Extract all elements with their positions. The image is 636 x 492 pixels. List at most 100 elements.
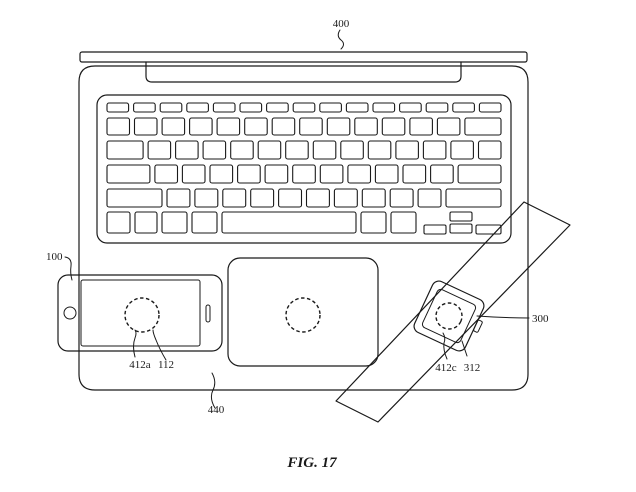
keyboard-key: [373, 103, 395, 112]
arrow-key: [450, 224, 472, 233]
keyboard-key: [195, 189, 218, 207]
keyboard-key: [410, 118, 433, 135]
keyboard-key: [155, 165, 178, 183]
label-phone-100: 100: [46, 251, 63, 263]
keyboard-key: [382, 118, 405, 135]
keyboard-key: [479, 141, 502, 159]
keyboard-key: [362, 189, 385, 207]
keyboard-key: [107, 212, 130, 233]
keyboard-key: [293, 165, 316, 183]
label-ref-312: 312: [464, 362, 481, 374]
watch-device: [336, 202, 570, 422]
keyboard-key: [210, 165, 233, 183]
keyboard-key: [238, 165, 261, 183]
keyboard-key: [192, 212, 217, 233]
keyboard-key: [135, 212, 157, 233]
keyboard-key: [176, 141, 199, 159]
keyboard-key: [190, 118, 213, 135]
keyboard-key: [327, 118, 350, 135]
keyboard-key: [217, 118, 240, 135]
keyboard-keys: [107, 103, 501, 234]
keyboard-key: [437, 118, 460, 135]
keyboard-key: [162, 212, 187, 233]
keyboard-key: [213, 103, 235, 112]
keyboard-key: [267, 103, 289, 112]
keyboard-key: [167, 189, 190, 207]
phone-speaker: [206, 305, 210, 322]
keyboard-key: [479, 103, 501, 112]
keyboard-key: [182, 165, 205, 183]
keyboard-key: [446, 189, 501, 207]
label-laptop-400: 400: [333, 18, 350, 30]
keyboard-key: [272, 118, 295, 135]
keyboard-key: [348, 165, 371, 183]
keyboard-key: [286, 141, 309, 159]
keyboard-key: [231, 141, 254, 159]
watch-case: [412, 279, 486, 353]
keyboard-key: [187, 103, 209, 112]
trackpad-charging-coil: [286, 298, 320, 332]
label-watch-300: 300: [532, 313, 549, 325]
label-coil-412a: 412a: [129, 359, 151, 371]
keyboard-key: [160, 103, 182, 112]
keyboard-key: [426, 103, 448, 112]
watch-screen: [421, 288, 477, 344]
keyboard-key: [346, 103, 368, 112]
laptop-lid: [80, 52, 527, 82]
keyboard-key: [307, 189, 330, 207]
figure-caption: FIG. 17: [286, 455, 337, 471]
keyboard-key: [320, 165, 343, 183]
label-ref-112: 112: [158, 359, 174, 371]
trackpad: [228, 258, 378, 366]
keyboard-key: [251, 189, 274, 207]
keyboard-key: [334, 189, 357, 207]
keyboard-key: [423, 141, 446, 159]
keyboard-key: [300, 118, 323, 135]
keyboard-key: [361, 212, 386, 233]
keyboard-key: [375, 165, 398, 183]
keyboard-key: [135, 118, 158, 135]
keyboard-key: [240, 103, 262, 112]
keyboard-key: [134, 103, 156, 112]
phone-device: [58, 275, 222, 351]
keyboard-key: [391, 212, 416, 233]
keyboard-key: [458, 165, 501, 183]
keyboard-key: [313, 141, 336, 159]
label-coil-412c: 412c: [435, 362, 457, 374]
label-surface-440: 440: [208, 404, 225, 416]
keyboard-key: [396, 141, 419, 159]
keyboard-key: [223, 189, 246, 207]
arrow-key: [424, 225, 446, 234]
keyboard-key: [403, 165, 426, 183]
phone-charging-coil: [125, 298, 159, 332]
keyboard-key: [320, 103, 342, 112]
watch-charging-coil: [432, 299, 467, 334]
keyboard-key: [355, 118, 378, 135]
keyboard-key: [203, 141, 226, 159]
keyboard-key: [451, 141, 474, 159]
watch-band: [336, 202, 570, 422]
keyboard-key: [258, 141, 281, 159]
keyboard-key: [162, 118, 185, 135]
keyboard-key: [341, 141, 364, 159]
keyboard-key: [465, 118, 501, 135]
keyboard-key: [390, 189, 413, 207]
keyboard-key: [453, 103, 475, 112]
keyboard-key: [107, 103, 129, 112]
keyboard-key: [293, 103, 315, 112]
keyboard-key: [148, 141, 171, 159]
keyboard-key: [265, 165, 288, 183]
keyboard-key: [107, 189, 162, 207]
keyboard-key: [368, 141, 391, 159]
keyboard-key: [107, 141, 143, 159]
keyboard-key: [222, 212, 356, 233]
arrow-key: [450, 212, 472, 221]
keyboard-key: [245, 118, 268, 135]
keyboard-key: [107, 118, 130, 135]
keyboard-key: [400, 103, 422, 112]
keyboard-key: [279, 189, 302, 207]
phone-home-button: [64, 307, 76, 319]
keyboard-key: [418, 189, 441, 207]
keyboard-key: [107, 165, 150, 183]
